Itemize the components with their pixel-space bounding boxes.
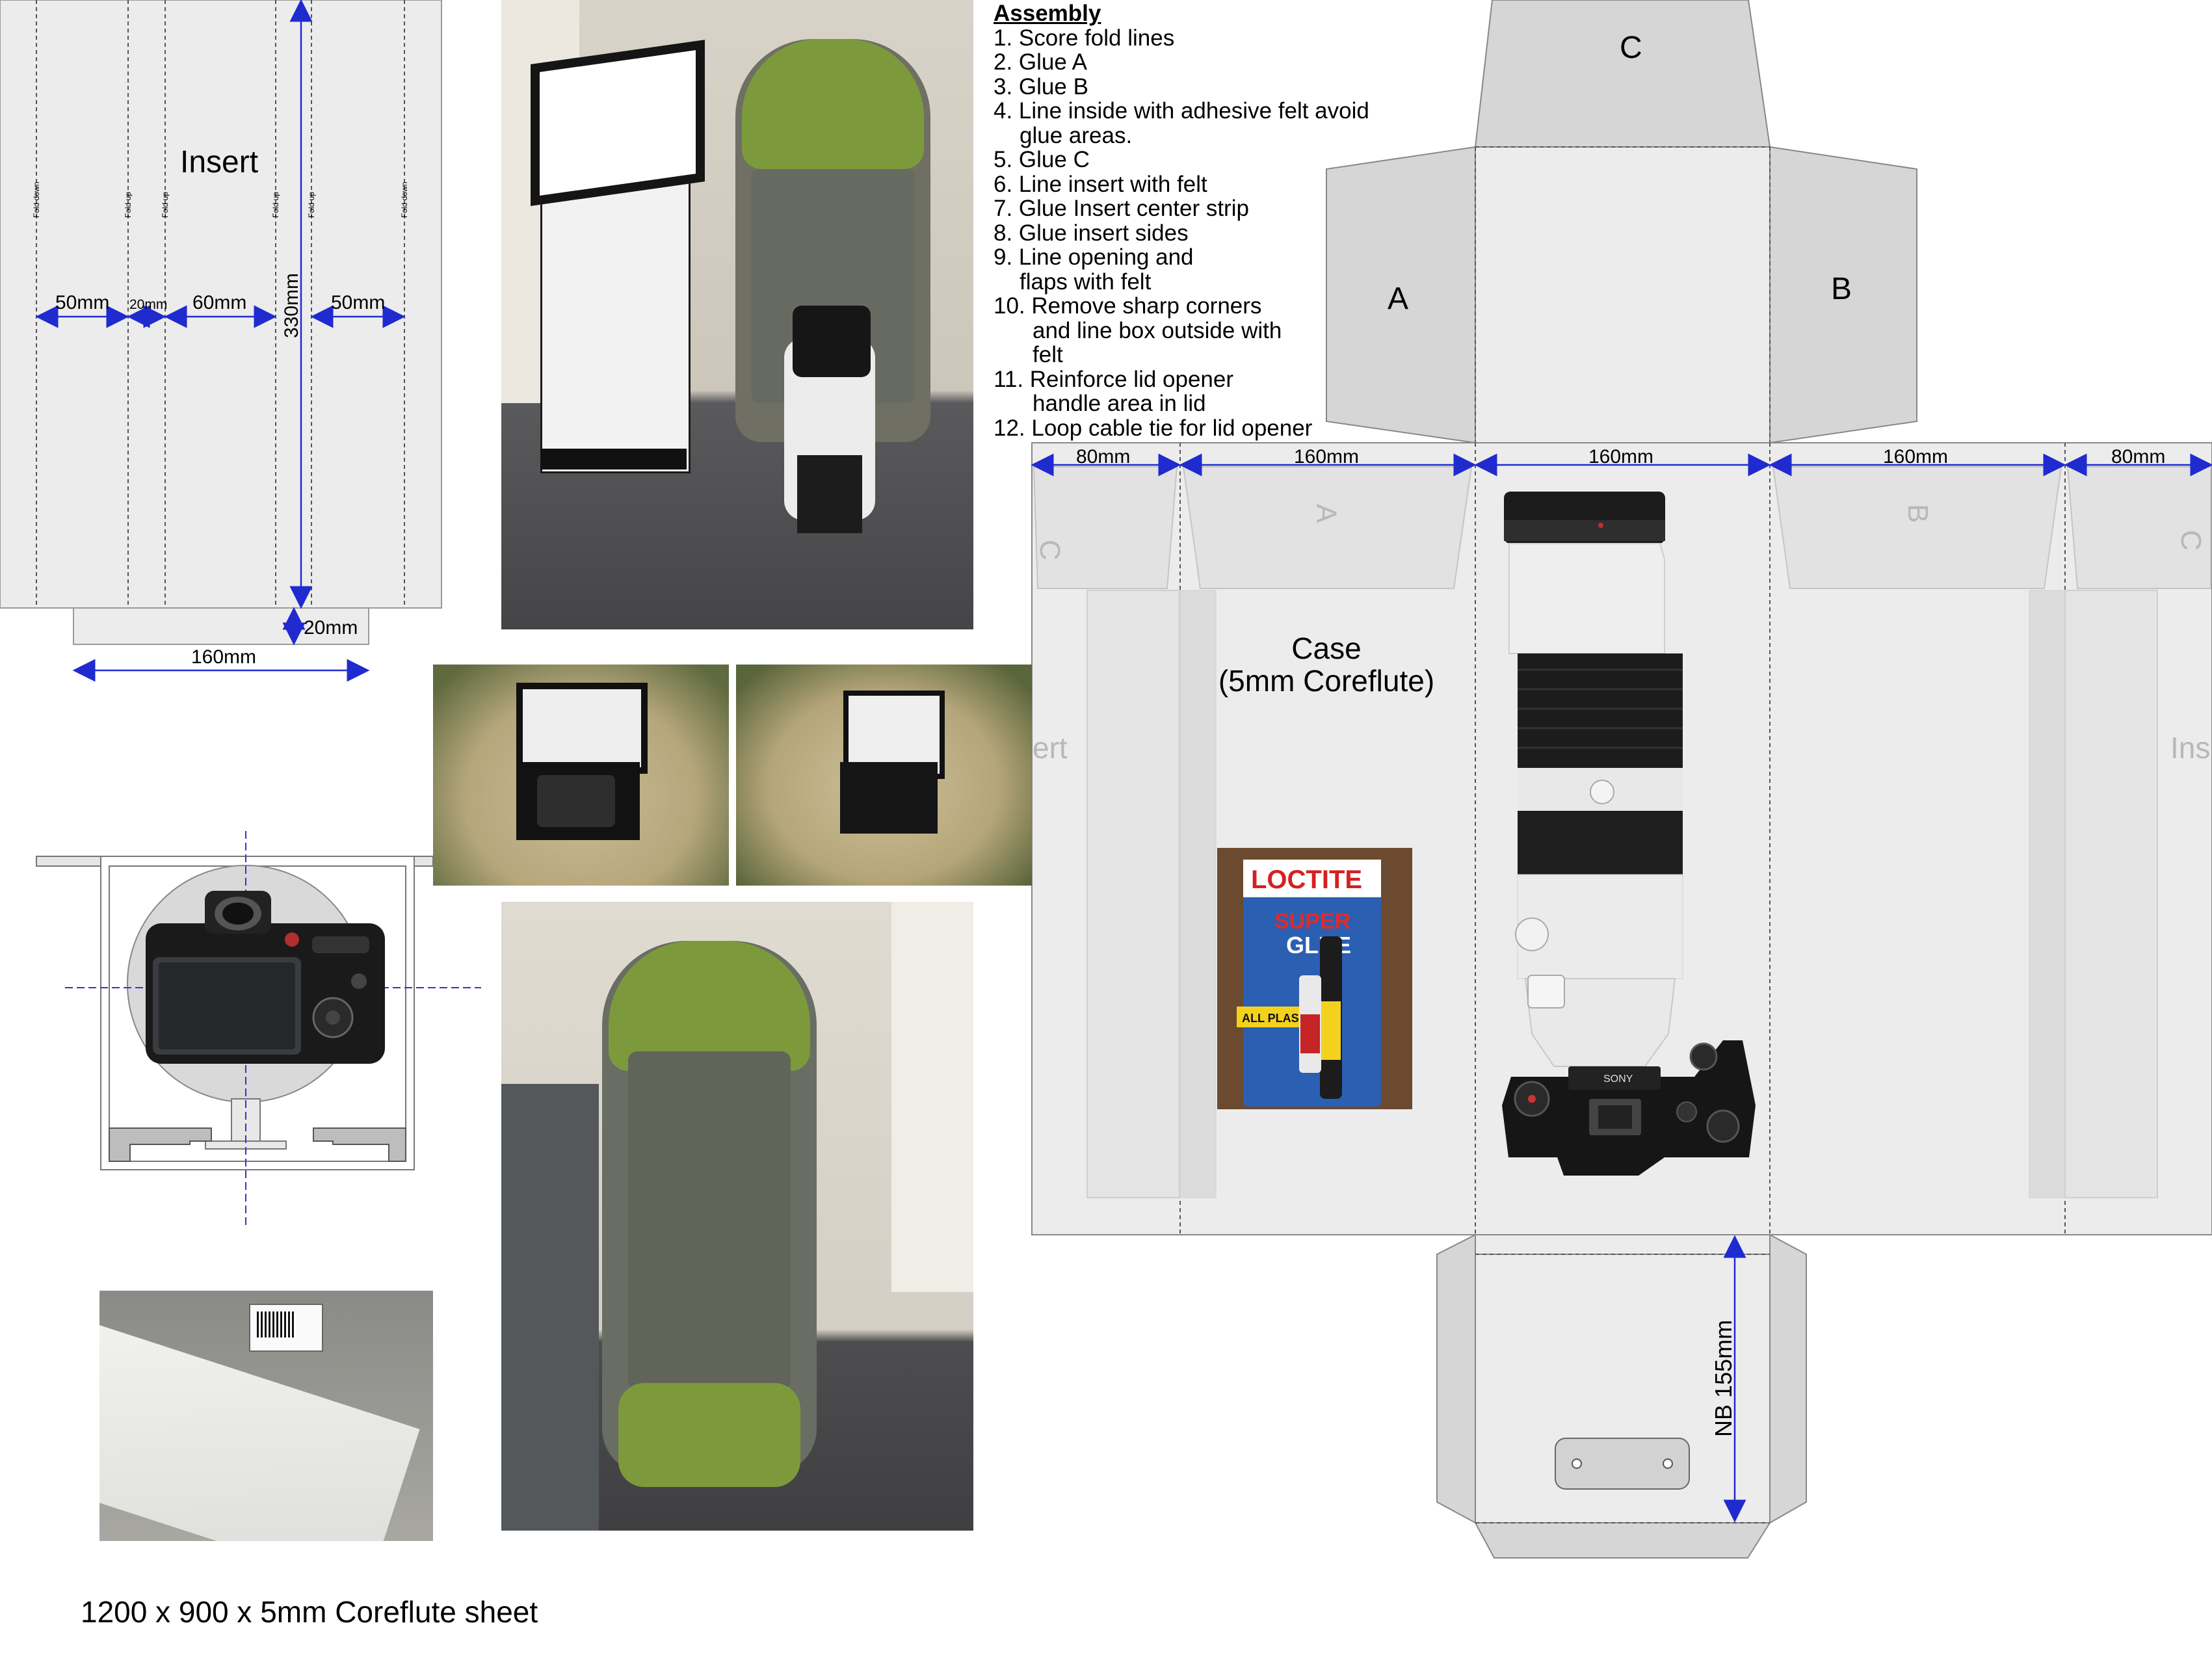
ghost-insert-left: ert [1033, 731, 1068, 765]
assembly-step: 10. Remove sharp corners [994, 293, 1262, 319]
lid-side-right [1769, 1233, 1807, 1524]
fold-label-5: Fold up [307, 192, 316, 218]
assembly-step: 9. Line opening and [994, 244, 1194, 270]
ghost-b: B [1902, 504, 1934, 523]
lid-handle [1555, 1438, 1690, 1490]
assembly-step-continuation: and line box outside with [1033, 317, 1282, 343]
assembly-step-continuation: handle area in lid [1033, 391, 1206, 416]
insert-template: Fold down Fold up Fold up Fold up Fold u… [0, 0, 442, 682]
photo-case-and-backpack [501, 0, 973, 629]
dim-col3: 60mm [192, 292, 246, 313]
fold-label-2: Fold up [124, 192, 133, 218]
fold-label-4: Fold up [271, 192, 280, 218]
panel-dim-2: 160mm [1294, 446, 1359, 468]
assembly-step-continuation: flaps with felt [1020, 269, 1152, 295]
ghost-insert-right: Ins [2170, 731, 2210, 765]
cross-section-diagram [36, 831, 481, 1228]
dim-col2: 20mm [129, 297, 167, 312]
insert-title: Insert [180, 145, 258, 179]
fold-label-1: Fold down [32, 182, 41, 218]
fold-label-6: Fold down [400, 182, 409, 218]
assembly-step: 6. Line insert with felt [994, 171, 1207, 197]
assembly-step: 1. Score fold lines [994, 25, 1175, 51]
dim-height: 330mm [281, 273, 302, 338]
assembly-step: 8. Glue insert sides [994, 220, 1189, 246]
photo-inside-bag-camera [433, 665, 729, 886]
assembly-step: 2. Glue A [994, 49, 1087, 75]
lid-dim: NB 155mm [1710, 1320, 1737, 1437]
flap-c [1474, 0, 1771, 148]
case-title-line1: Case [1291, 631, 1362, 665]
glue-brand: LOCTITE [1251, 865, 1362, 894]
flap-a-label: A [1388, 282, 1408, 316]
case-title-line2: (5mm Coreflute) [1218, 664, 1435, 698]
lid-bottom-tab [1474, 1522, 1771, 1559]
insert-tab [73, 607, 369, 645]
fold-label-3: Fold up [161, 192, 170, 218]
dim-col4: 50mm [331, 292, 385, 313]
dim-col1: 50mm [55, 292, 109, 313]
assembly-step: 3. Glue B [994, 73, 1088, 99]
assembly-step: 11. Reinforce lid opener [994, 366, 1234, 392]
dim-tab-depth: 20mm [304, 617, 358, 639]
flap-b [1769, 146, 1917, 444]
lid-flap-top [1475, 1234, 1771, 1255]
assembly-step-continuation: felt [1033, 342, 1063, 367]
assembly-step-continuation: glue areas. [1020, 122, 1133, 148]
assembly-heading: Assembly [994, 1, 1101, 26]
glue-package-illustration: LOCTITE SUPER GLUE ALL PLASTICS [1217, 848, 1412, 1109]
panel-dim-5: 80mm [2111, 446, 2165, 468]
assembly-step: 5. Glue C [994, 147, 1090, 172]
glue-line1: SUPER [1274, 909, 1350, 934]
insert-panel [0, 0, 442, 609]
photo-coreflute-sample [99, 1291, 433, 1541]
assembly-step: 7. Glue Insert center strip [994, 196, 1249, 221]
camera-brand: SONY [1603, 1074, 1633, 1085]
panel-dim-4: 160mm [1883, 446, 1948, 468]
panel-dim-1: 80mm [1076, 446, 1130, 468]
camera-back-drawing [146, 891, 385, 1064]
camera-lens-illustration: SONY [1502, 492, 1756, 1176]
assembly-step: 4. Line inside with adhesive felt avoid [994, 98, 1369, 124]
flap-b-label: B [1831, 272, 1852, 306]
sheet-size-note: 1200 x 900 x 5mm Coreflute sheet [81, 1595, 538, 1629]
flap-c-label: C [1620, 31, 1642, 65]
assembly-step: 12. Loop cable tie for lid opener [994, 415, 1313, 441]
ghost-a: A [1310, 504, 1342, 523]
dim-tab-width: 160mm [191, 646, 256, 668]
ghost-c-left: C [1034, 540, 1066, 560]
photo-backpack-full [501, 902, 973, 1531]
ghost-c-right: C [2175, 530, 2207, 551]
photo-inside-bag-empty [736, 665, 1032, 886]
case-title: Case (5mm Coreflute) [1157, 632, 1495, 697]
lid-side-left [1436, 1233, 1476, 1524]
panel-dim-3: 160mm [1588, 446, 1653, 468]
